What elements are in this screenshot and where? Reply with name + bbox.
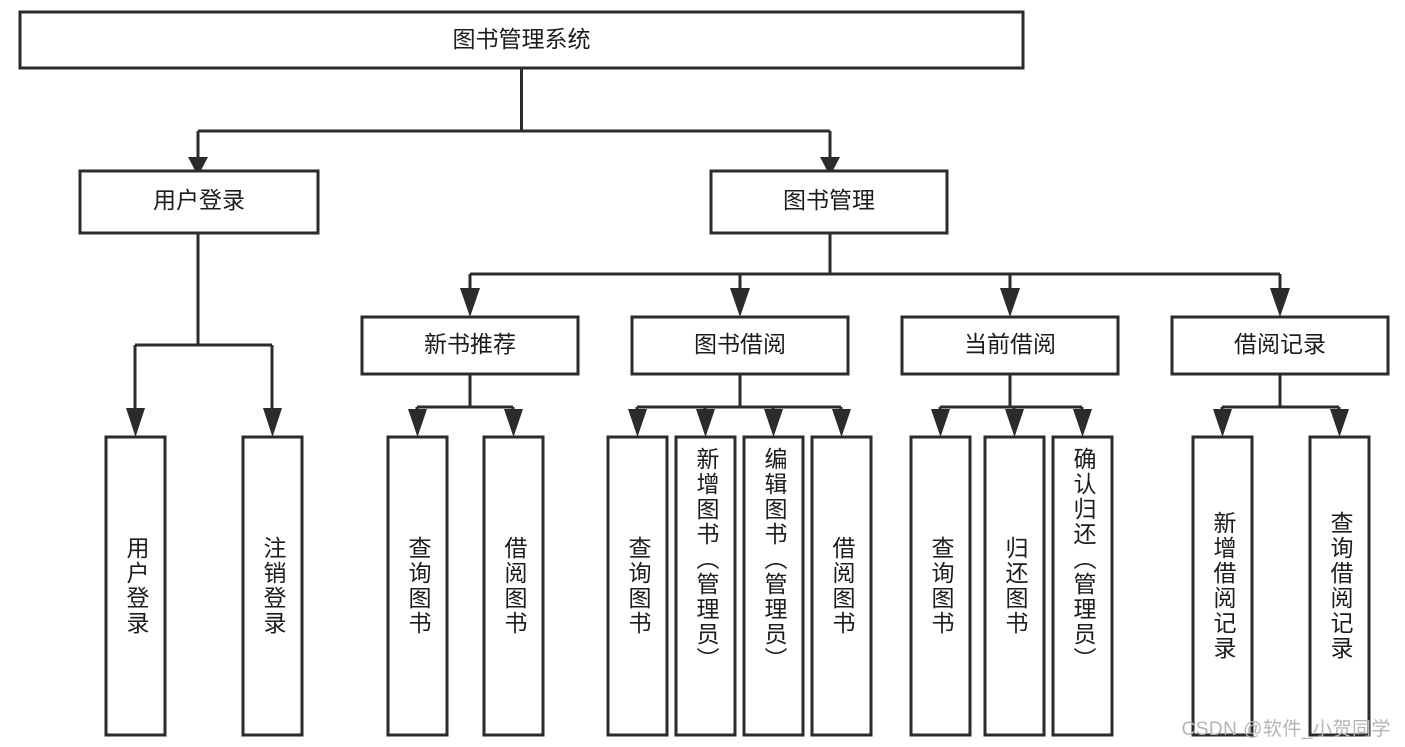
watermark-text: CSDN @软件_小贺同学	[1181, 719, 1391, 740]
node-book-borrow[interactable]: 图书借阅	[630, 315, 850, 376]
node-borrow-record-label: 借阅记录	[1234, 331, 1326, 357]
arrow-to-leaf-query-book-recommend	[408, 409, 427, 437]
node-leaf-logout-box[interactable]	[241, 435, 304, 737]
node-leaf-user-login-box[interactable]	[104, 435, 167, 737]
arrow-to-leaf-query-book-current	[931, 409, 950, 437]
node-book-management-label: 图书管理	[783, 187, 875, 213]
arrow-to-leaf-add-book	[696, 409, 715, 437]
node-book-borrow-label: 图书借阅	[694, 331, 786, 357]
node-leaf-confirm-return-box[interactable]	[1051, 435, 1114, 737]
arrow-to-leaf-query-book-borrow	[628, 409, 647, 437]
node-leaf-return-book-box[interactable]	[983, 435, 1046, 737]
arrow-to-current-borrow	[1000, 288, 1020, 317]
node-leaf-query-book-recommend-box[interactable]	[386, 435, 449, 737]
node-root-box[interactable]	[18, 10, 1025, 70]
node-leaf-borrow-book-recommend-box[interactable]	[482, 435, 545, 737]
node-leaf-query-book-current-box[interactable]	[909, 435, 972, 737]
node-root-label: 图书管理系统	[453, 26, 591, 52]
node-borrow-record[interactable]: 借阅记录	[1170, 315, 1390, 376]
node-book-management[interactable]: 图书管理	[709, 169, 949, 235]
node-leaf-add-borrow-record-box[interactable]	[1191, 435, 1254, 737]
node-new-book-recommend-label: 新书推荐	[424, 331, 516, 357]
arrow-to-leaf-return-book	[1005, 409, 1024, 437]
arrow-to-leaf-add-borrow-record	[1213, 409, 1232, 437]
node-leaf-query-book-borrow-box[interactable]	[606, 435, 669, 737]
arrow-to-book-borrow	[730, 288, 750, 317]
arrow-to-leaf-confirm-return	[1073, 409, 1092, 437]
node-current-borrow-label: 当前借阅	[964, 331, 1056, 357]
node-user-login-box[interactable]	[78, 169, 320, 235]
node-root[interactable]: 图书管理系统	[18, 10, 1025, 70]
arrow-to-new-book-recommend	[460, 288, 480, 317]
arrow-to-leaf-borrow-book-recommend	[504, 409, 523, 437]
node-new-book-recommend[interactable]: 新书推荐	[360, 315, 580, 376]
arrow-to-borrow-record	[1270, 288, 1290, 317]
arrow-to-leaf-edit-book	[764, 409, 783, 437]
node-leaf-borrow-book-box[interactable]	[810, 435, 873, 737]
node-leaf-edit-book-box[interactable]	[742, 435, 805, 737]
node-user-login[interactable]: 用户登录	[78, 169, 320, 235]
arrow-to-leaf-user-login	[126, 408, 145, 437]
node-book-management-box[interactable]	[709, 169, 949, 235]
node-current-borrow-box[interactable]	[900, 315, 1120, 376]
arrowhead-layer	[126, 157, 1349, 437]
arrow-to-book-management	[820, 157, 840, 176]
node-current-borrow[interactable]: 当前借阅	[900, 315, 1120, 376]
leaf-box-layer	[104, 435, 1371, 737]
node-leaf-query-borrow-record-box[interactable]	[1308, 435, 1371, 737]
arrow-to-leaf-query-borrow-record	[1330, 409, 1349, 437]
arrow-to-leaf-logout	[263, 408, 282, 437]
node-user-login-label: 用户登录	[153, 187, 245, 213]
node-book-borrow-box[interactable]	[630, 315, 850, 376]
arrow-to-leaf-borrow-book	[832, 409, 851, 437]
node-new-book-recommend-box[interactable]	[360, 315, 580, 376]
node-leaf-add-book-box[interactable]	[674, 435, 737, 737]
node-borrow-record-box[interactable]	[1170, 315, 1390, 376]
arrow-to-user-login	[188, 157, 208, 176]
